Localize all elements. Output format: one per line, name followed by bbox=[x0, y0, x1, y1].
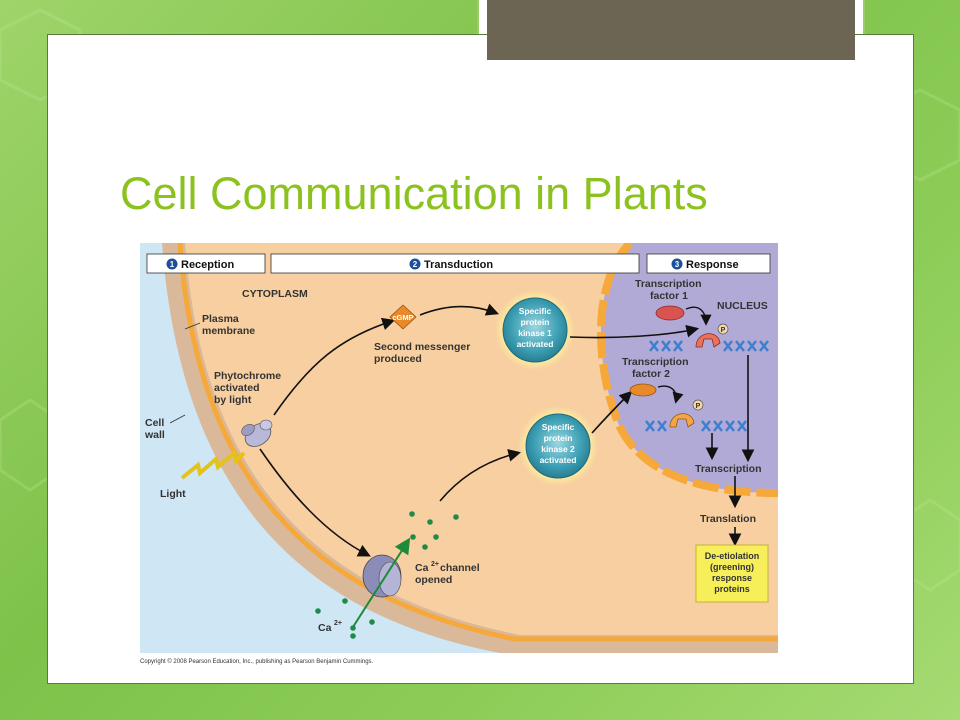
tf2-bound: P bbox=[669, 399, 704, 428]
plasma-membrane bbox=[177, 243, 778, 642]
kinase1-label: Specific bbox=[519, 306, 552, 316]
stage-num: 2 bbox=[413, 260, 418, 269]
tf2-label: factor 2 bbox=[632, 368, 670, 380]
ca-channel-superscript: 2+ bbox=[431, 561, 439, 568]
kinase1-label: protein bbox=[521, 317, 550, 327]
kinase2-label: activated bbox=[540, 455, 577, 465]
phosphate-label: P bbox=[721, 327, 726, 334]
response-proteins-box: De-etiolation (greening) response protei… bbox=[695, 544, 769, 603]
response-label: (greening) bbox=[710, 562, 754, 572]
title-tab-block bbox=[487, 0, 855, 60]
kinase1-label: activated bbox=[517, 339, 554, 349]
phytochrome-receptor bbox=[241, 419, 273, 447]
stage-transduction: 2 Transduction bbox=[270, 253, 640, 274]
nuclear-envelope bbox=[597, 243, 778, 497]
calcium-flow-arrow bbox=[352, 537, 411, 628]
ca-channel-label: opened bbox=[415, 574, 452, 586]
transcription-factor-2 bbox=[629, 383, 657, 397]
plasma-membrane-label: Plasma bbox=[202, 313, 239, 325]
arrow-kinase2-to-tf2 bbox=[591, 390, 633, 434]
cytoplasm-label: CYTOPLASM bbox=[242, 288, 308, 300]
response-label: proteins bbox=[714, 584, 750, 594]
phosphate-label: P bbox=[696, 403, 701, 410]
stage-num: 3 bbox=[675, 260, 680, 269]
dna-2 bbox=[645, 420, 747, 432]
arrow-to-ca-channel bbox=[259, 448, 371, 557]
plasma-membrane-label: membrane bbox=[202, 325, 255, 337]
stage-label: Response bbox=[686, 259, 739, 271]
copyright-notice: Copyright © 2008 Pearson Education, Inc.… bbox=[140, 659, 374, 665]
protein-kinase-1: Specific protein kinase 1 activated bbox=[495, 290, 575, 370]
arrow-tf1-to-dna bbox=[685, 306, 712, 326]
tf1-label: Transcription bbox=[635, 278, 702, 290]
phytochrome-label: Phytochrome bbox=[214, 370, 281, 382]
dna-1 bbox=[649, 340, 769, 352]
ca-channel-label: channel bbox=[440, 562, 480, 574]
stage-label: Reception bbox=[181, 259, 234, 271]
kinase2-label: kinase 2 bbox=[541, 444, 575, 454]
nucleus-label: NUCLEUS bbox=[717, 300, 768, 312]
light-label: Light bbox=[160, 488, 186, 500]
ca-ion-superscript: 2+ bbox=[334, 620, 342, 627]
cgmp-molecule: cGMP bbox=[389, 304, 417, 330]
arrow-to-kinase1 bbox=[419, 303, 499, 316]
light-bolt bbox=[180, 449, 246, 480]
arrow-to-cgmp bbox=[273, 317, 396, 416]
kinase2-label: protein bbox=[544, 433, 573, 443]
stage-num: 1 bbox=[170, 260, 175, 269]
stage-label: Transduction bbox=[424, 259, 493, 271]
phytochrome-label: activated bbox=[214, 382, 260, 394]
translation-label: Translation bbox=[700, 513, 756, 525]
arrow-tf2-to-dna bbox=[657, 385, 684, 404]
cell-wall-label: Cell bbox=[145, 417, 164, 429]
second-messenger-label: produced bbox=[374, 353, 422, 365]
kinase1-label: kinase 1 bbox=[518, 328, 552, 338]
ca-ion-label: Ca bbox=[318, 622, 332, 634]
ca-channel-label: Ca bbox=[415, 562, 429, 574]
calcium-ions bbox=[315, 511, 459, 639]
arrow-to-kinase2 bbox=[439, 449, 522, 502]
phytochrome-label: by light bbox=[214, 394, 252, 406]
cell-communication-diagram: 1 Reception 2 Transduction 3 Response CY… bbox=[140, 243, 778, 653]
protein-kinase-2: Specific protein kinase 2 activated bbox=[518, 406, 598, 486]
transcription-label: Transcription bbox=[695, 463, 762, 475]
stage-reception: 1 Reception bbox=[146, 253, 266, 274]
tf1-bound: P bbox=[695, 323, 729, 348]
response-label: response bbox=[712, 573, 752, 583]
response-label: De-etiolation bbox=[705, 551, 760, 561]
tf2-label: Transcription bbox=[622, 356, 689, 368]
tf1-label: factor 1 bbox=[650, 290, 688, 302]
second-messenger-label: Second messenger bbox=[374, 341, 470, 353]
kinase2-label: Specific bbox=[542, 422, 575, 432]
cell-wall-label: wall bbox=[144, 429, 165, 441]
transcription-factor-1 bbox=[655, 305, 685, 321]
cgmp-label: cGMP bbox=[392, 313, 413, 322]
stage-response: 3 Response bbox=[646, 253, 771, 274]
slide-title: Cell Communication in Plants bbox=[120, 168, 708, 219]
arrow-kinase1-to-tf1 bbox=[569, 324, 700, 339]
